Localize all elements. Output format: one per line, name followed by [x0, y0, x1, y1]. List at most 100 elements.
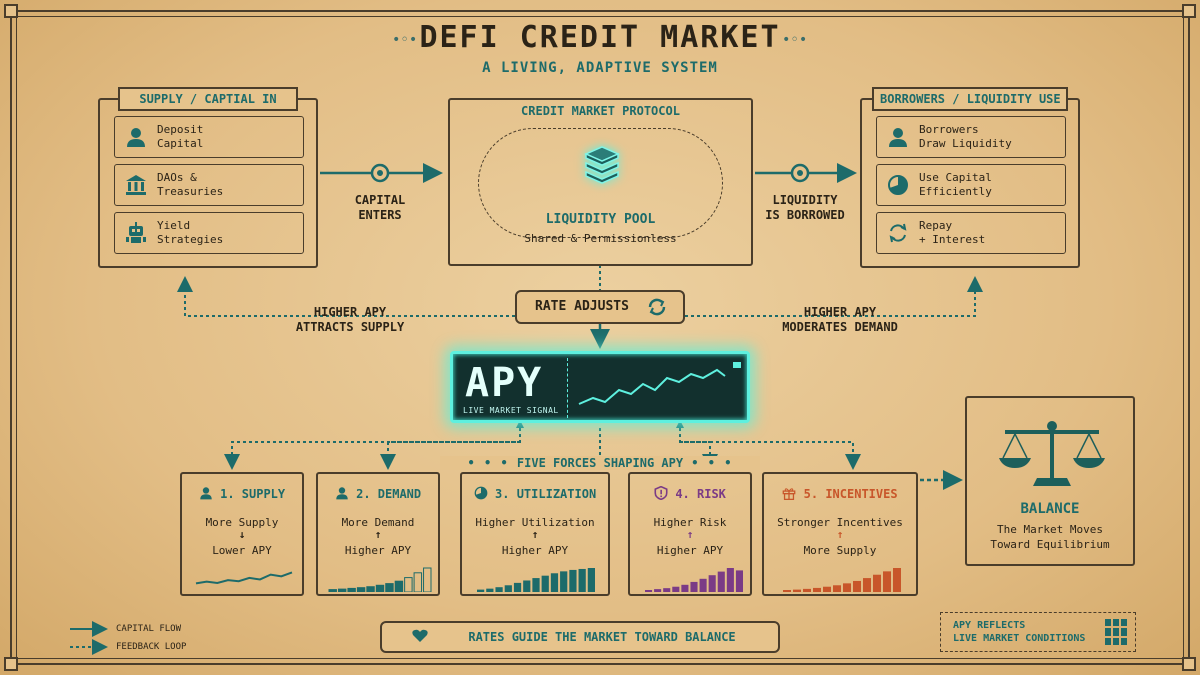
shield-alert-icon — [654, 485, 668, 501]
person-icon — [199, 487, 213, 501]
force-risk: 4. RISK Higher Risk ↑ Higher APY — [628, 472, 752, 596]
force-demand-title: 2. DEMAND — [318, 486, 438, 501]
force-risk-line2: Higher APY — [656, 544, 724, 557]
pool-ring — [478, 128, 723, 238]
protocol-panel: LIQUIDITY POOL Shared & Permissionless — [448, 98, 753, 266]
chart-bar — [823, 586, 831, 592]
force-risk-line1: Higher Risk — [653, 516, 727, 529]
force-supply-title-label: 1. SUPPLY — [220, 487, 286, 501]
force-risk-title: 4. RISK — [630, 485, 750, 501]
borrowers-panel: Borrowers Draw Liquidity Use Capital Eff… — [860, 98, 1080, 268]
legend-feedback-loop: FEEDBACK LOOP — [116, 642, 187, 652]
borrowers-item: Use Capital Efficiently — [876, 164, 1066, 206]
chart-bar — [663, 588, 671, 592]
chart-bar — [873, 574, 881, 592]
chart-bar — [394, 580, 404, 592]
chart-bar — [569, 569, 577, 592]
title-ornament-icon: •◦• — [392, 32, 418, 48]
balance-panel: BALANCE The Market Moves Toward Equilibr… — [965, 396, 1135, 566]
chart-bar — [699, 578, 707, 592]
chart-bar — [404, 577, 413, 592]
page-subtitle: A LIVING, ADAPTIVE SYSTEM — [482, 60, 718, 76]
balance-title: BALANCE — [1020, 501, 1080, 517]
supply-item: DAOs & Treasuries — [114, 164, 304, 206]
borrowers-item: Repay + Interest — [876, 212, 1066, 254]
force-incentives-title-label: 5. INCENTIVES — [803, 487, 898, 501]
footer-banner-label: RATES GUIDE THE MARKET TOWARD BALANCE — [468, 630, 736, 644]
chart-bar — [560, 571, 568, 592]
force-demand-title-label: 2. DEMAND — [356, 487, 422, 501]
force-incentives-title: 5. INCENTIVES — [764, 486, 916, 501]
forces-heading-label: FIVE FORCES SHAPING APY — [516, 456, 684, 470]
borrowers-item-label: Use Capital Efficiently — [919, 171, 992, 198]
force-demand-line2: Higher APY — [344, 544, 412, 557]
scale-icon — [997, 418, 1107, 492]
chart-bar — [735, 570, 743, 592]
force-incentives: 5. INCENTIVES Stronger Incentives ↑ More… — [762, 472, 918, 596]
footer-banner: RATES GUIDE THE MARKET TOWARD BALANCE — [380, 621, 780, 653]
chart-bar — [717, 571, 725, 592]
chart-bar — [532, 578, 540, 592]
chart-bar — [347, 587, 356, 592]
apy-display: APY LIVE MARKET SIGNAL — [450, 351, 750, 423]
chart-bar — [385, 583, 394, 592]
rate-adjusts-pill: RATE ADJUSTS — [515, 290, 685, 324]
chart-bar — [833, 585, 841, 592]
chart-bar — [356, 587, 366, 592]
force-utilization-chart — [477, 568, 595, 592]
robot-icon — [115, 213, 157, 253]
apy-divider — [567, 358, 568, 418]
grid-dots-icon — [1105, 619, 1127, 645]
cycle-icon — [647, 297, 667, 321]
protocol-label: CREDIT MARKET PROTOCOL — [521, 104, 680, 118]
force-demand: 2. DEMAND More Demand ↑ Higher APY — [316, 472, 440, 596]
pool-title: LIQUIDITY POOL — [545, 212, 656, 227]
balance-subtitle: The Market Moves Toward Equilibrium — [990, 523, 1110, 551]
force-supply-line1: More Supply — [205, 516, 279, 529]
chart-bar — [681, 584, 689, 592]
chart-bar — [843, 583, 851, 592]
chart-bar — [893, 568, 901, 592]
force-incentives-line1: Stronger Incentives — [777, 516, 903, 529]
bank-icon — [115, 165, 157, 205]
chart-bar — [413, 572, 423, 592]
chart-bar — [486, 588, 494, 592]
chart-bar — [366, 586, 375, 592]
chart-bar — [523, 580, 531, 592]
chart-bar — [883, 571, 891, 592]
page-title: DEFI CREDIT MARKET — [419, 20, 781, 55]
trend-line — [195, 571, 293, 585]
force-supply-chart — [195, 571, 293, 585]
chart-bar — [803, 588, 811, 592]
refresh-icon — [877, 213, 919, 253]
person-icon — [877, 117, 919, 157]
apy-title: APY — [465, 360, 544, 406]
person-icon — [335, 487, 349, 501]
borrowers-item-label: Borrowers Draw Liquidity — [919, 123, 1012, 150]
chart-bar — [337, 588, 347, 592]
apy-caption: LIVE MARKET SIGNAL — [463, 406, 559, 415]
chart-bar — [578, 568, 586, 592]
force-utilization: 3. UTILIZATION Higher Utilization ↑ High… — [460, 472, 610, 596]
liquidity-borrowed-label: LIQUIDITY IS BORROWED — [765, 193, 845, 222]
forces-heading: • • • FIVE FORCES SHAPING APY • • • — [440, 456, 760, 470]
chart-bar — [541, 575, 549, 592]
chart-bar — [690, 581, 698, 592]
chart-bar — [495, 587, 503, 592]
pie-chart-icon — [474, 486, 488, 501]
force-incentives-chart — [783, 568, 901, 592]
supply-panel-label: SUPPLY / CAPTIAL IN — [118, 87, 298, 111]
force-incentives-arrow: ↑ — [836, 528, 844, 541]
force-utilization-line1: Higher Utilization — [475, 516, 595, 529]
force-utilization-arrow: ↑ — [531, 528, 539, 541]
outer-frame — [10, 10, 1190, 665]
force-supply-arrow: ↓ — [238, 528, 246, 541]
supply-item-label: Yield Strategies — [157, 219, 224, 246]
title-ornament-icon: •◦• — [782, 32, 808, 48]
force-supply: 1. SUPPLY More Supply ↓ Lower APY — [180, 472, 304, 596]
supply-panel: Deposit Capital DAOs & Treasuries Yield … — [98, 98, 318, 268]
heart-icon — [412, 629, 428, 647]
chart-bar — [477, 589, 485, 592]
chart-bar — [328, 589, 337, 592]
apy-reflects-note: APY REFLECTS LIVE MARKET CONDITIONS — [940, 612, 1136, 652]
